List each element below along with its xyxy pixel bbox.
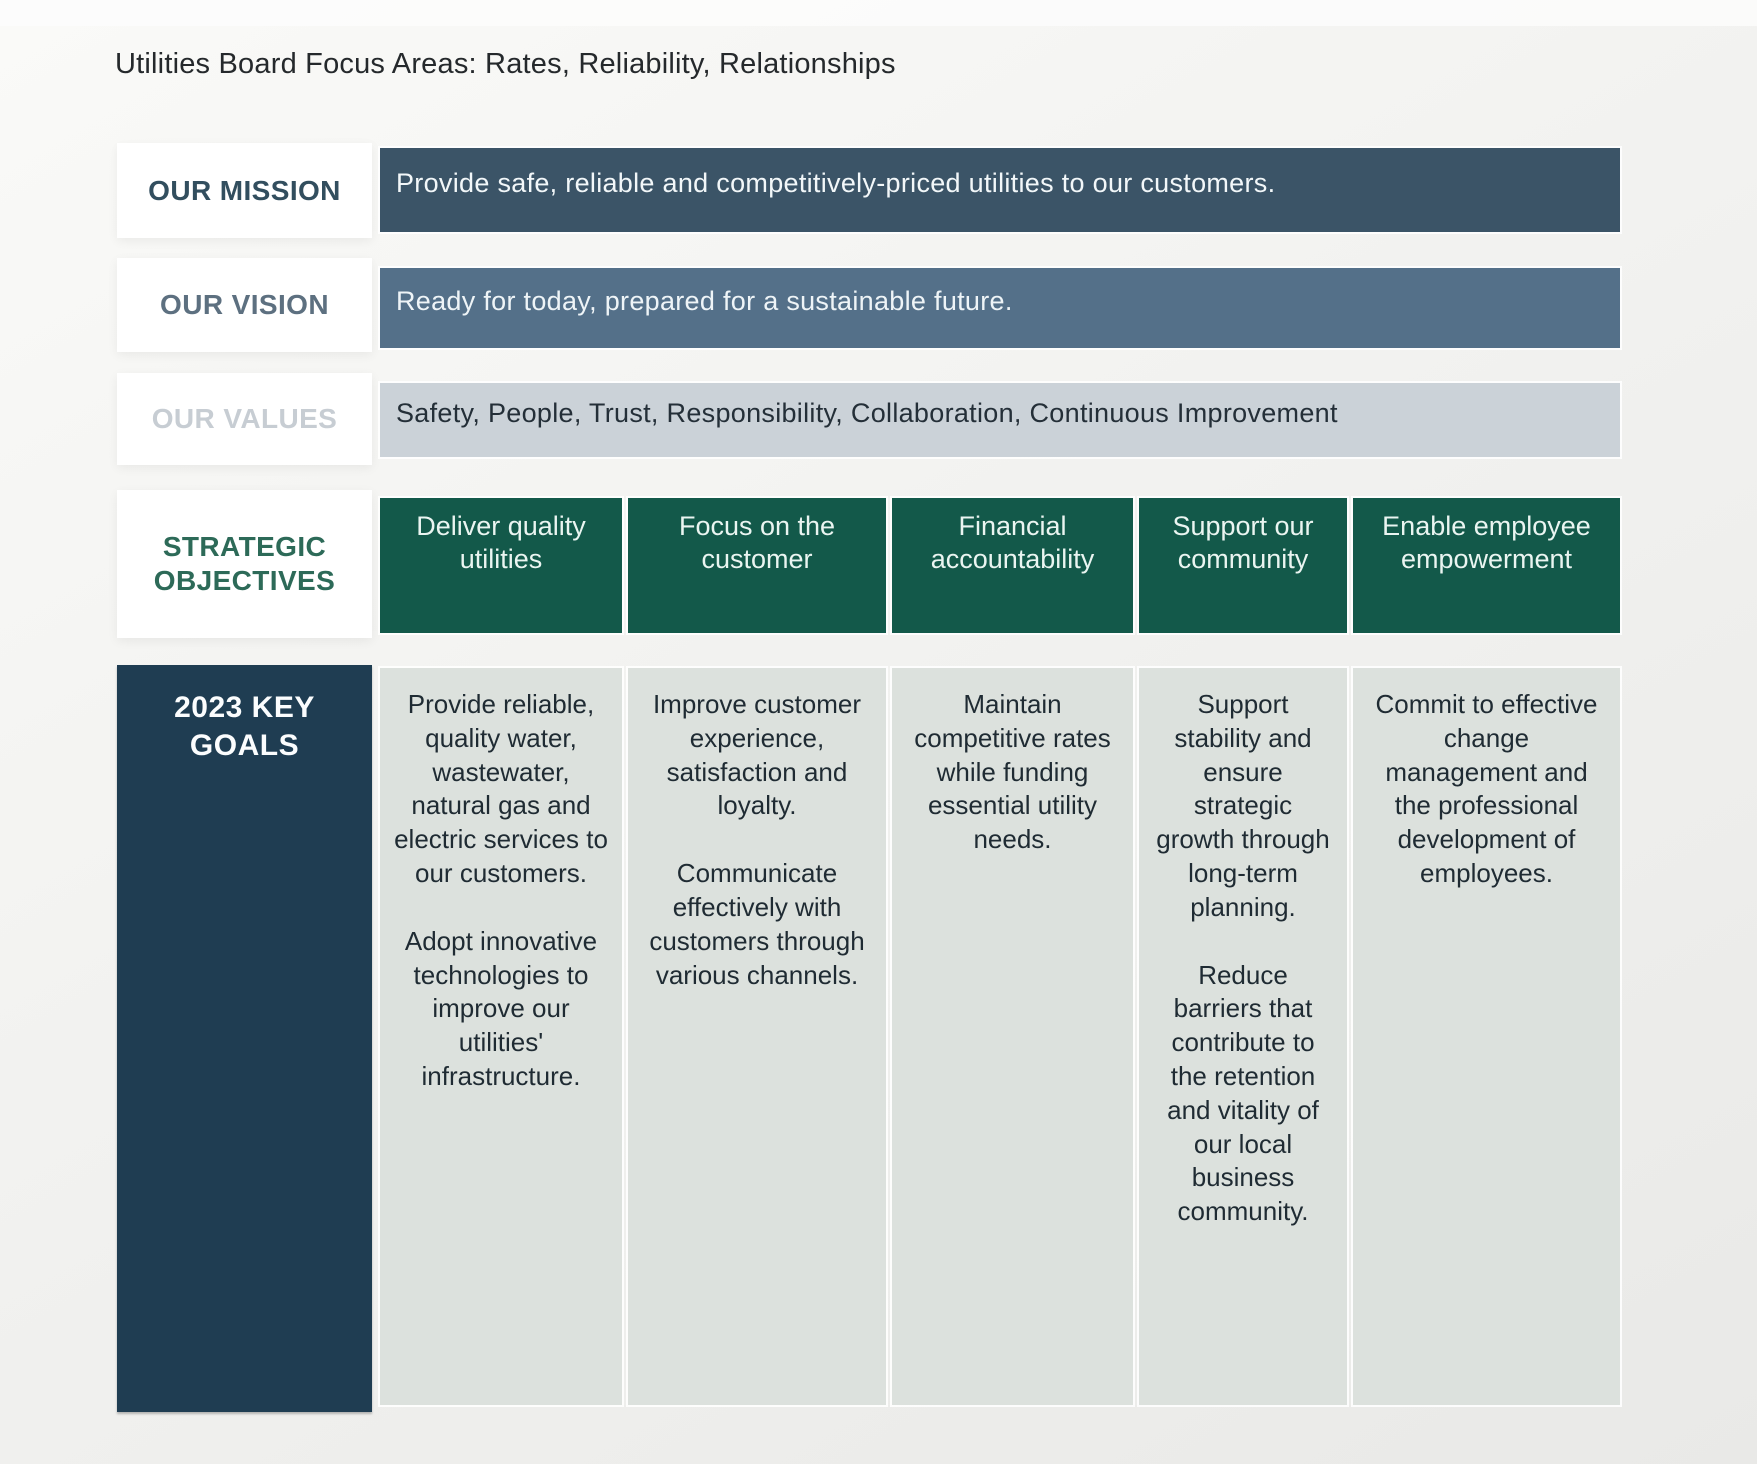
vision-text: Ready for today, prepared for a sustaina… <box>396 285 1013 316</box>
key-goals-label: 2023 KEY GOALS <box>174 691 315 762</box>
page-top-sheen <box>0 0 1757 26</box>
key-goals-row: Provide reliable, quality water, wastewa… <box>380 668 1620 1405</box>
objective-focus-on-customer: Focus on the customer <box>628 498 886 633</box>
key-goals-label-block: 2023 KEY GOALS <box>117 665 372 1412</box>
mission-label: OUR MISSION <box>148 174 341 206</box>
goal-paragraph: Communicate effectively with customers t… <box>649 858 865 990</box>
objective-text: Focus on the customer <box>678 511 836 574</box>
values-text: Safety, People, Trust, Responsibility, C… <box>396 397 1338 428</box>
objective-financial-accountability: Financial accountability <box>892 498 1133 633</box>
page-title: Utilities Board Focus Areas: Rates, Reli… <box>115 48 896 80</box>
objective-text: Enable employee empowerment <box>1382 511 1591 574</box>
mission-band: Provide safe, reliable and competitively… <box>380 148 1620 232</box>
goal-paragraph: Reduce barriers that contribute to the r… <box>1167 959 1319 1227</box>
vision-label: OUR VISION <box>160 289 329 321</box>
mission-label-block: OUR MISSION <box>117 143 372 238</box>
goal-paragraph: Provide reliable, quality water, wastewa… <box>394 689 608 888</box>
objective-support-community: Support our community <box>1139 498 1347 633</box>
goal-paragraph: Support stability and ensure strategic g… <box>1156 689 1330 922</box>
goal-column-employees: Commit to effective change management an… <box>1353 668 1620 1405</box>
vision-band: Ready for today, prepared for a sustaina… <box>380 268 1620 348</box>
objective-deliver-quality-utilities: Deliver quality utilities <box>380 498 622 633</box>
vision-label-block: OUR VISION <box>117 258 372 352</box>
goal-column-community: Support stability and ensure strategic g… <box>1139 668 1347 1405</box>
objective-text: Deliver quality utilities <box>416 511 586 574</box>
goal-paragraph: Adopt innovative technologies to improve… <box>404 925 598 1091</box>
objective-employee-empowerment: Enable employee empowerment <box>1353 498 1620 633</box>
objectives-row: Deliver quality utilities Focus on the c… <box>380 498 1620 633</box>
objectives-label-block: STRATEGIC OBJECTIVES <box>117 490 372 638</box>
mission-text: Provide safe, reliable and competitively… <box>396 167 1276 198</box>
goal-column-utilities: Provide reliable, quality water, wastewa… <box>380 668 622 1405</box>
goal-column-customer: Improve customer experience, satisfactio… <box>628 668 886 1405</box>
values-label-block: OUR VALUES <box>117 373 372 465</box>
objective-text: Financial accountability <box>930 511 1095 574</box>
goal-paragraph: Improve customer experience, satisfactio… <box>652 689 862 821</box>
goal-paragraph: Maintain competitive rates while funding… <box>914 689 1111 855</box>
objective-text: Support our community <box>1172 511 1314 574</box>
values-band: Safety, People, Trust, Responsibility, C… <box>380 383 1620 457</box>
objectives-label: STRATEGIC OBJECTIVES <box>153 531 336 596</box>
goal-column-rates: Maintain competitive rates while funding… <box>892 668 1133 1405</box>
values-label: OUR VALUES <box>151 403 338 435</box>
goal-paragraph: Commit to effective change management an… <box>1375 689 1598 888</box>
